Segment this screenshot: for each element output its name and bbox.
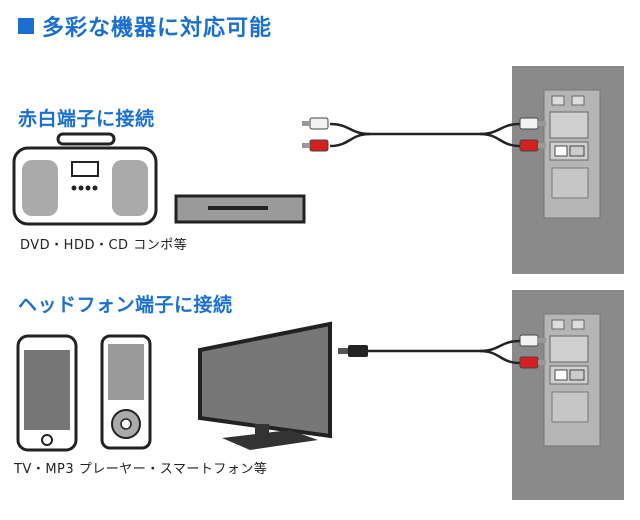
square-bullet-icon: [18, 18, 34, 34]
headphone-cable-icon: [338, 334, 546, 369]
cd-stereo-icon: [12, 132, 158, 226]
section-heading-headphone: ヘッドフォン端子に接続: [18, 294, 233, 316]
mp3-player-icon: [100, 334, 152, 450]
smartphone-icon: [16, 334, 78, 452]
dvd-player-icon: [174, 194, 306, 224]
caption-headphone-devices: TV・MP3 プレーヤー・スマートフォン等: [14, 462, 268, 477]
rca-cable-icon: [302, 117, 546, 152]
caption-rca-devices: DVD・HDD・CD コンポ等: [20, 238, 188, 253]
tv-icon: [198, 321, 332, 450]
page-title-text: 多彩な機器に対応可能: [42, 16, 273, 41]
section-heading-rca: 赤白端子に接続: [18, 108, 155, 130]
speaker-rear-panel-icon: [512, 290, 624, 500]
page-title: 多彩な機器に対応可能: [18, 10, 272, 42]
speaker-rear-panel-icon: [512, 66, 624, 274]
